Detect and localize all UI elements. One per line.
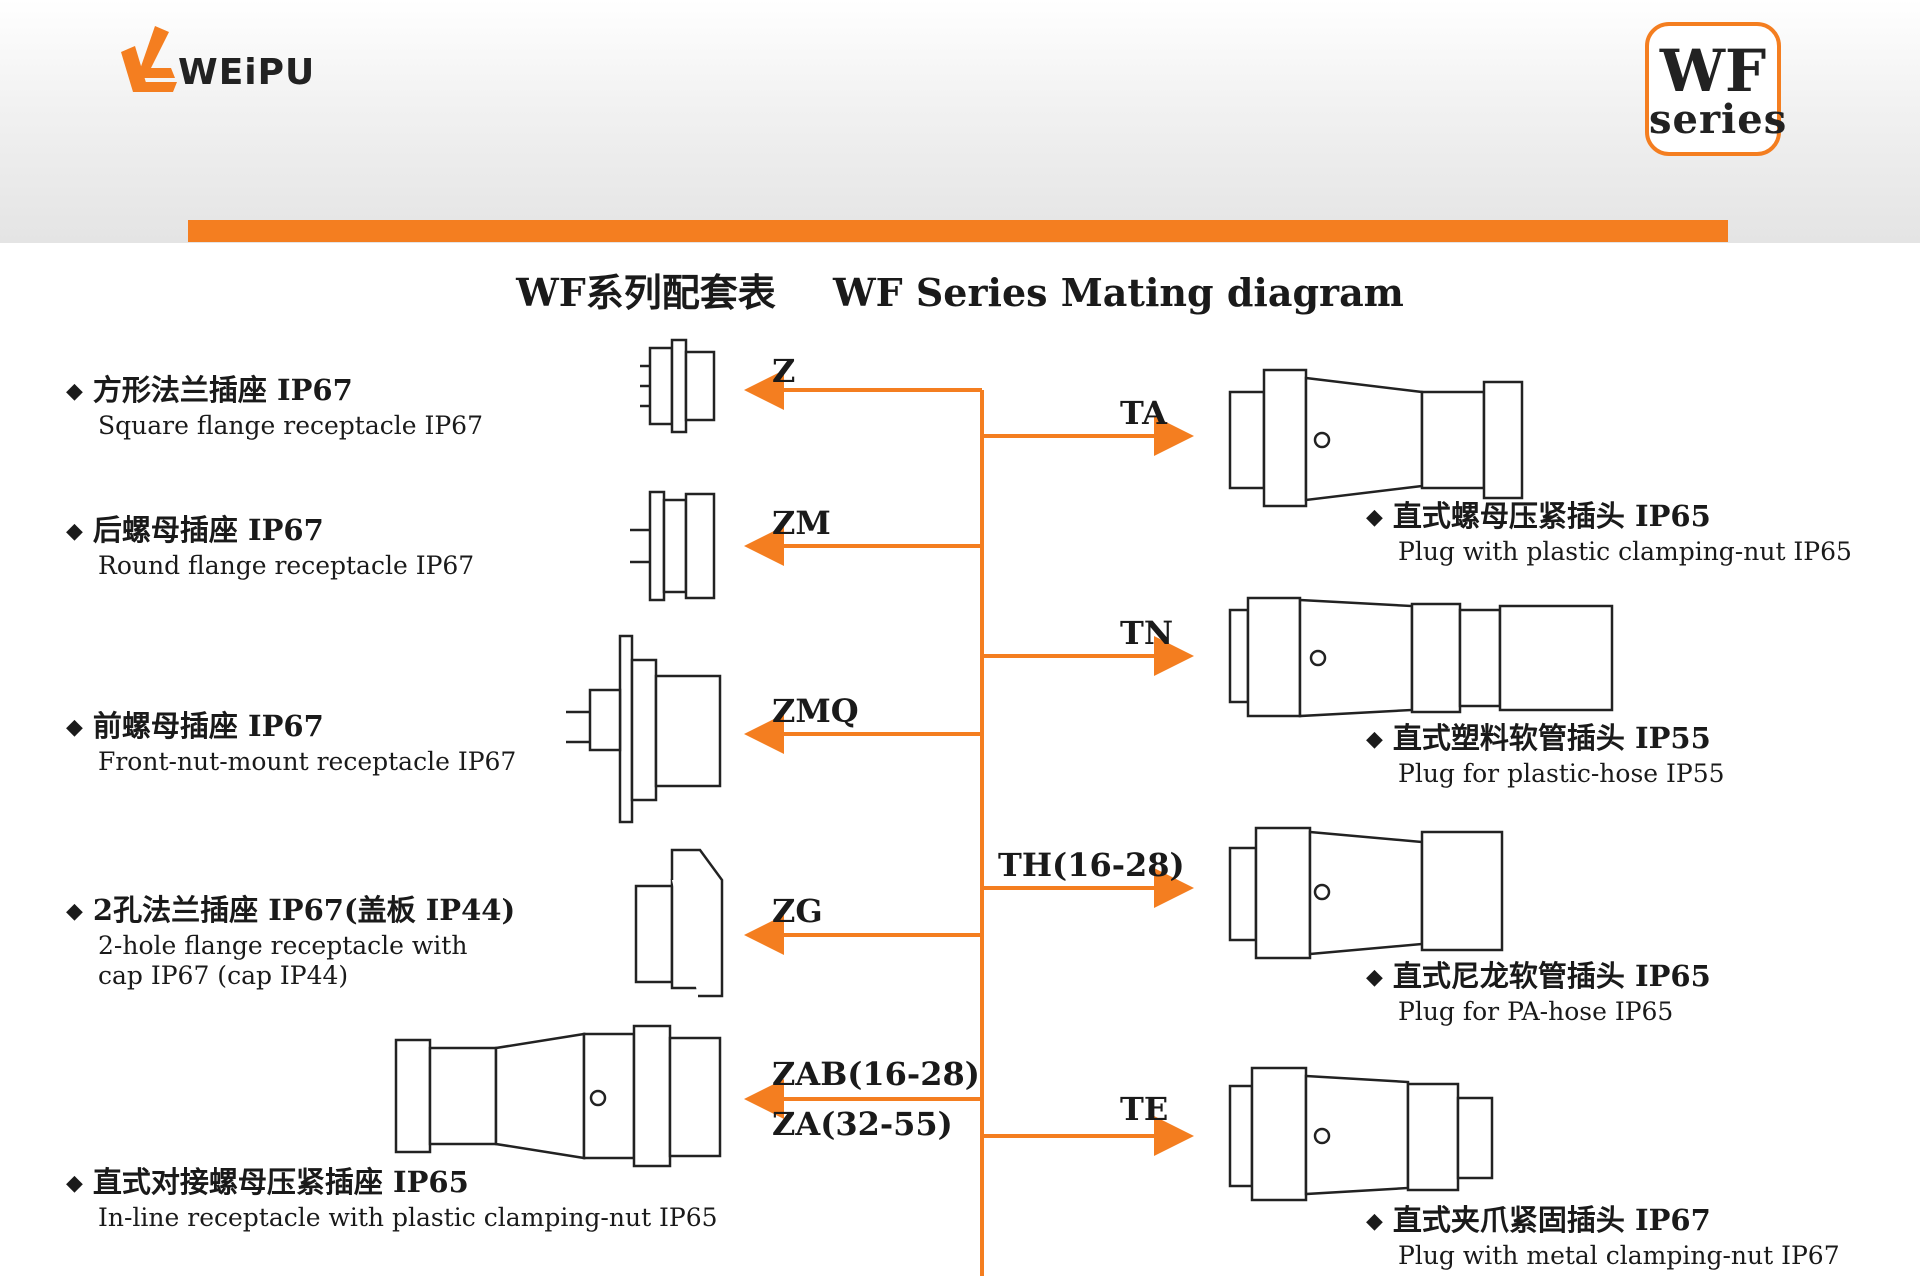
left-item-cn: 方形法兰插座 IP67 — [92, 373, 353, 407]
bullet-icon: ◆ — [66, 518, 83, 544]
round-flange-receptacle-icon — [630, 490, 716, 602]
right-item-en: Plug for PA-hose IP65 — [1398, 997, 1674, 1026]
node-label-z: Z — [772, 352, 796, 390]
right-item-cn: 直式夹爪紧固插头 IP67 — [1392, 1203, 1711, 1237]
bullet-icon: ◆ — [66, 378, 83, 404]
node-label-zg: ZG — [772, 892, 823, 930]
left-item-zab: ◆ 直式对接螺母压紧插座 IP65 In-line receptacle with… — [66, 1164, 718, 1233]
left-item-z: ◆ 方形法兰插座 IP67 Square flange receptacle IP… — [66, 372, 483, 441]
left-item-cn: 直式对接螺母压紧插座 IP65 — [92, 1165, 469, 1199]
header-background — [0, 0, 1920, 243]
right-item-en: Plug for plastic-hose IP55 — [1398, 759, 1725, 788]
badge-line-1: WF — [1659, 37, 1767, 105]
diagram-edges — [744, 370, 1194, 1276]
bullet-icon: ◆ — [1366, 964, 1383, 990]
logo-text: WEiPU — [178, 52, 316, 93]
metal-clamping-nut-plug-icon — [1228, 1066, 1494, 1202]
pa-hose-plug-icon — [1228, 826, 1504, 960]
right-item-tn: ◆ 直式塑料软管插头 IP55 Plug for plastic-hose IP5… — [1366, 720, 1725, 789]
bullet-icon: ◆ — [66, 1170, 83, 1196]
right-item-te: ◆ 直式夹爪紧固插头 IP67 Plug with metal clamping-… — [1366, 1202, 1840, 1271]
left-item-cn: 后螺母插座 IP67 — [92, 513, 324, 547]
left-item-en: Front-nut-mount receptacle IP67 — [98, 747, 517, 776]
right-item-cn: 直式尼龙软管插头 IP65 — [1392, 959, 1711, 993]
left-item-cn: 前螺母插座 IP67 — [92, 709, 324, 743]
two-hole-flange-receptacle-icon — [634, 848, 724, 998]
node-label-tn: TN — [1120, 614, 1174, 652]
plastic-clamping-nut-plug-icon — [1228, 368, 1524, 508]
bullet-icon: ◆ — [66, 714, 83, 740]
left-item-cn: 2孔法兰插座 IP67(盖板 IP44) — [92, 893, 516, 927]
right-item-cn: 直式塑料软管插头 IP55 — [1392, 721, 1711, 755]
bullet-icon: ◆ — [1366, 726, 1383, 752]
left-item-zmq: ◆ 前螺母插座 IP67 Front-nut-mount receptacle I… — [66, 708, 516, 777]
left-item-en: Square flange receptacle IP67 — [98, 411, 483, 440]
node-label-zab: ZAB(16-28) — [772, 1055, 980, 1093]
left-item-en: In-line receptacle with plastic clamping… — [98, 1203, 718, 1232]
bullet-icon: ◆ — [1366, 1208, 1383, 1234]
right-item-en: Plug with metal clamping-nut IP67 — [1398, 1241, 1840, 1270]
right-item-th: ◆ 直式尼龙软管插头 IP65 Plug for PA-hose IP65 — [1366, 958, 1711, 1027]
bullet-icon: ◆ — [66, 898, 83, 924]
header-accent-bar — [188, 220, 1728, 242]
inline-receptacle-icon — [394, 1024, 722, 1168]
title-en: WF Series Mating diagram — [832, 270, 1404, 315]
series-badge: WF series — [1645, 22, 1788, 156]
right-item-cn: 直式螺母压紧插头 IP65 — [1392, 499, 1711, 533]
connector-drawings — [394, 338, 1614, 1202]
node-label-ta: TA — [1120, 394, 1167, 432]
badge-line-2: series — [1649, 96, 1788, 143]
node-label-te: TE — [1120, 1090, 1169, 1128]
bullet-icon: ◆ — [1366, 504, 1383, 530]
weipu-logo-icon — [121, 26, 177, 92]
left-item-en: cap IP67 (cap IP44) — [98, 961, 349, 990]
square-flange-receptacle-icon — [640, 338, 716, 434]
page-title: WF系列配套表 WF Series Mating diagram — [0, 262, 1920, 317]
node-label-zm: ZM — [772, 504, 831, 542]
plastic-hose-plug-icon — [1228, 596, 1614, 718]
right-item-en: Plug with plastic clamping-nut IP65 — [1398, 537, 1852, 566]
left-item-en: Round flange receptacle IP67 — [98, 551, 475, 580]
right-item-ta: ◆ 直式螺母压紧插头 IP65 Plug with plastic clampin… — [1366, 498, 1852, 567]
left-item-zg: ◆ 2孔法兰插座 IP67(盖板 IP44) 2-hole flange rece… — [66, 892, 515, 991]
node-label-th: TH(16-28) — [998, 846, 1185, 884]
title-cn: WF系列配套表 — [516, 270, 776, 315]
left-item-zm: ◆ 后螺母插座 IP67 Round flange receptacle IP67 — [66, 512, 474, 581]
node-label-za: ZA(32-55) — [772, 1105, 953, 1143]
left-item-en: 2-hole flange receptacle with — [98, 931, 468, 960]
front-nut-receptacle-icon — [566, 634, 722, 824]
node-label-zmq: ZMQ — [772, 692, 859, 730]
